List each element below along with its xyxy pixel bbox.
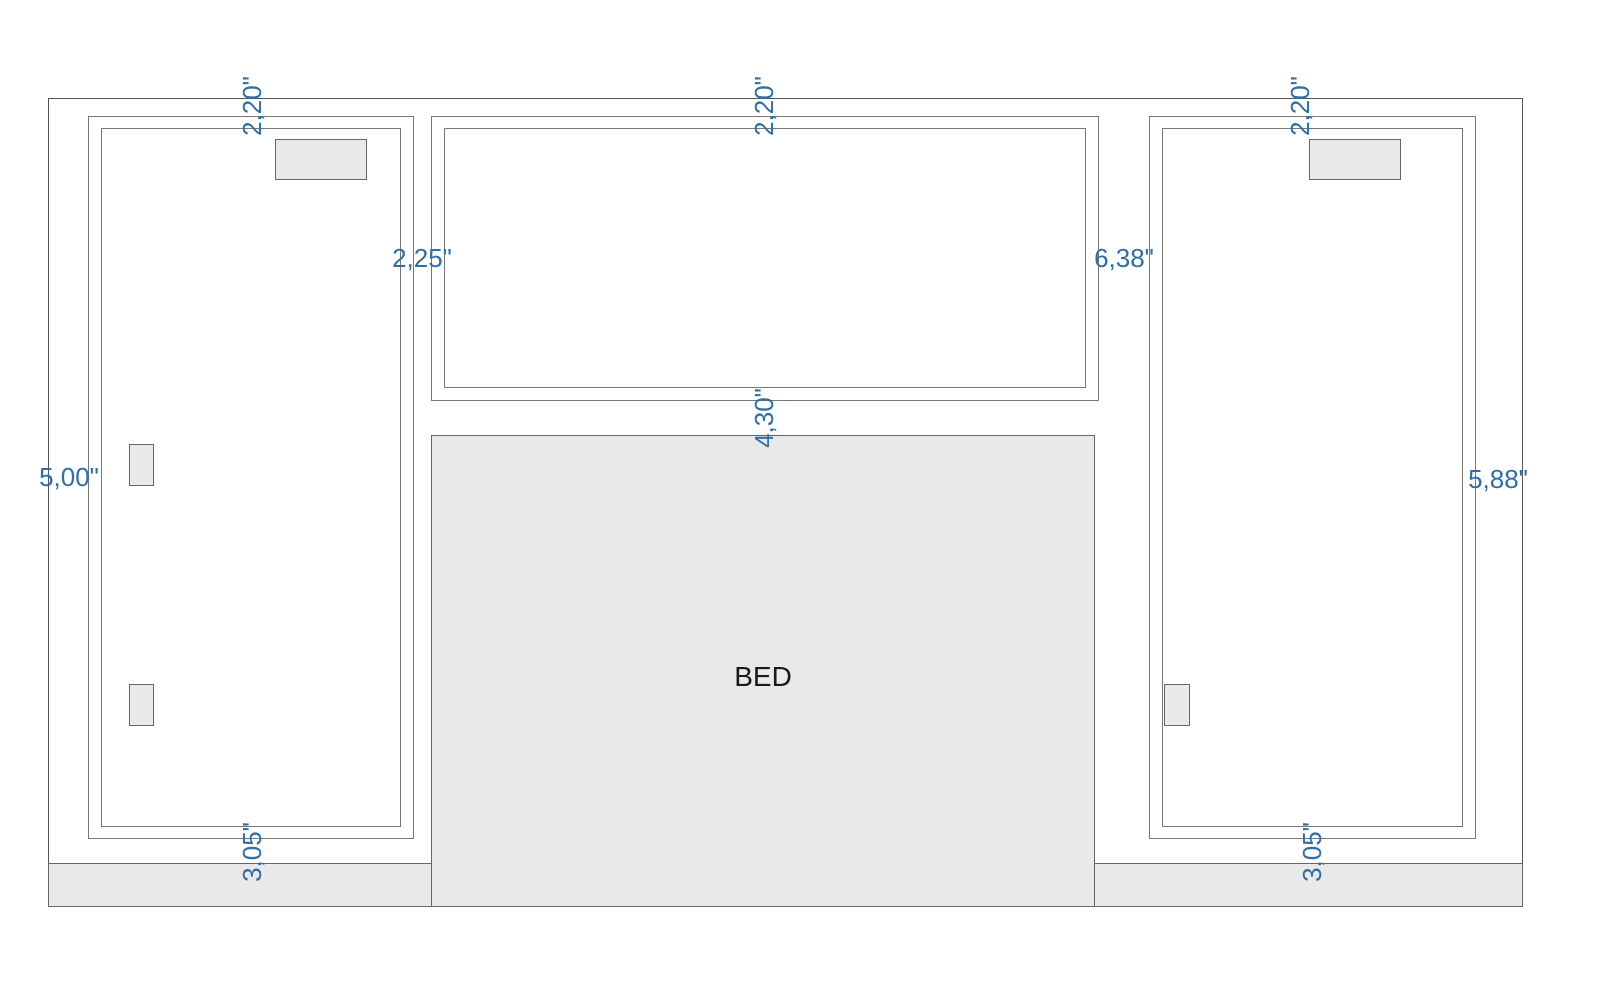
dimension-left-bottom: 3,05" xyxy=(237,822,267,882)
dimension-right-bottom: 3,05" xyxy=(1297,822,1327,882)
bottom-strip-left xyxy=(48,863,432,907)
dimension-center-bottom: 4,30" xyxy=(749,388,779,448)
right-closet-side-fixture xyxy=(1164,684,1190,726)
dimension-right-top: 2,20" xyxy=(1285,76,1315,136)
right-closet-outer xyxy=(1149,116,1476,839)
right-closet-top-fixture xyxy=(1309,139,1401,180)
center-panel-outer xyxy=(431,116,1099,401)
dimension-center-top: 2,20" xyxy=(749,76,779,136)
bed-label: BED xyxy=(734,661,792,692)
left-closet-side-fixture-lower xyxy=(129,684,154,726)
dimension-center-left-gap: 2,25" xyxy=(392,243,452,273)
dimension-right-height: 5,88" xyxy=(1468,464,1528,494)
left-closet-side-fixture-upper xyxy=(129,444,154,486)
left-closet-outer xyxy=(88,116,414,839)
left-closet-top-fixture xyxy=(275,139,367,180)
bed xyxy=(431,435,1095,907)
dimension-center-right-gap: 6,38" xyxy=(1094,243,1154,273)
right-closet-inner xyxy=(1162,128,1463,827)
bottom-strip-right xyxy=(1094,863,1523,907)
dimension-left-height: 5,00" xyxy=(39,462,99,492)
center-panel-inner xyxy=(444,128,1086,388)
dimension-left-top: 2,20" xyxy=(237,76,267,136)
left-closet-inner xyxy=(101,128,401,827)
